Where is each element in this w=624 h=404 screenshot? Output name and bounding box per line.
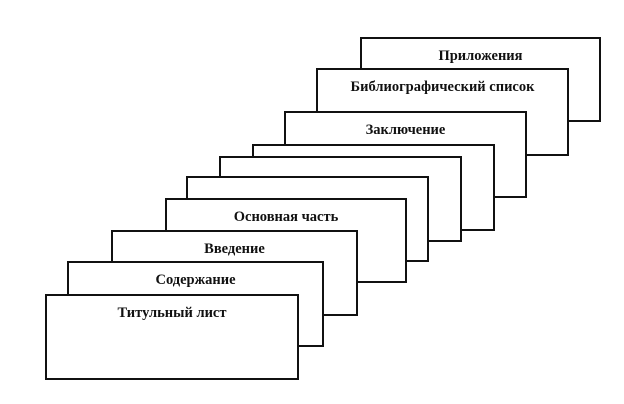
section-card: Титульный лист — [45, 294, 299, 380]
card-label: Библиографический список — [351, 79, 536, 95]
card-label: Основная часть — [234, 209, 339, 225]
card-label: Титульный лист — [118, 305, 227, 321]
card-label: Содержание — [155, 272, 236, 288]
card-frame — [45, 294, 299, 380]
card-label: Приложения — [438, 48, 522, 64]
card-label: Введение — [204, 241, 265, 257]
card-label: Заключение — [366, 122, 446, 138]
